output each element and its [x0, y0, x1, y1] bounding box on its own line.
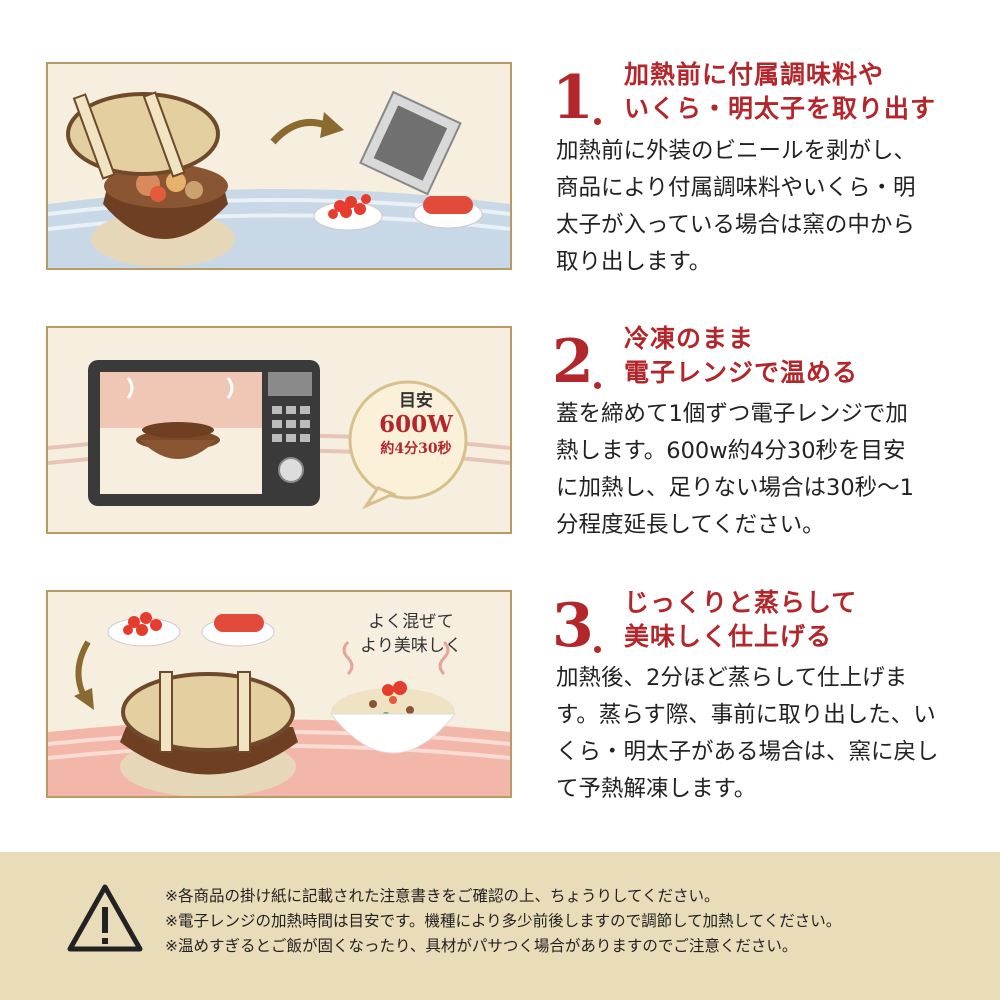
step-1-number: 1: [552, 63, 594, 133]
step-3-body-line: す。蒸らす際、事前に取り出した、い: [556, 702, 936, 728]
step-2-body-line: 蓋を締めて1個ずつ電子レンジで加: [556, 401, 908, 427]
step-3-title-line-1: じっくりと蒸らして: [624, 588, 858, 617]
step-2-dot: [594, 382, 601, 389]
step-1-body-line: 太子が入っている場合は窯の中から: [556, 212, 915, 238]
step-1-dot: [594, 118, 601, 125]
bubble-line-1: よく混ぜて: [368, 612, 454, 632]
step-1-body-line: 加熱前に外装のビニールを剥がし、: [556, 138, 917, 164]
step-3-body-line: くら・明太子がある場合は、窯に戻し: [556, 739, 939, 765]
bubble-line-2: より美味しく: [360, 636, 462, 656]
step-1-illustration: [46, 62, 512, 270]
caution-note: ※各商品の掛け紙に記載された注意書きをご確認の上、ちょうりしてください。: [165, 887, 720, 905]
step-3-body-line: て予熱解凍します。: [556, 776, 757, 802]
step-2-title: 冷凍のまま 電子レンジで温める: [624, 322, 858, 390]
badge-line-3: 約4分30秒: [380, 441, 452, 457]
warning-icon: [66, 883, 144, 957]
step-2-body-line: に加熱し、足りない場合は30秒〜1: [556, 475, 914, 501]
step-1-body-line: 商品により付属調味料やいくら・明: [556, 175, 916, 201]
caution-note: ※温めすぎるとご飯が固くなったり、具材がパサつく場合がありますのでご注意ください…: [165, 937, 798, 955]
step-2-body-line: 熱します。600w約4分30秒を目安: [556, 438, 906, 464]
step-1-body-line: 取り出します。: [556, 249, 712, 275]
step-3-body-line: 加熱後、2分ほど蒸らして仕上げま: [556, 665, 908, 691]
badge-line-1: 目安: [399, 391, 433, 411]
mix-bubble: よく混ぜて より美味しく: [336, 610, 486, 658]
step-3-title: じっくりと蒸らして 美味しく仕上げる: [624, 586, 857, 654]
step-2-title-line-2: 電子レンジで温める: [624, 358, 859, 387]
caution-footer: [0, 852, 1000, 1000]
step-1-title-line-2: いくら・明太子を取り出す: [624, 94, 937, 123]
step-3-illustration: [46, 590, 512, 798]
step-2-number: 2: [552, 327, 594, 397]
step-2-illustration: [46, 326, 512, 534]
caution-note: ※電子レンジの加熱時間は目安です。機種により多少前後しますので調節して加熱してく…: [165, 912, 842, 930]
step-2-body: 蓋を締めて1個ずつ電子レンジで加 熱します。600w約4分30秒を目安 に加熱し…: [556, 396, 956, 544]
step-3-body: 加熱後、2分ほど蒸らして仕上げま す。蒸らす際、事前に取り出した、い くら・明太…: [556, 660, 956, 808]
step-3-dot: [594, 646, 601, 653]
step-1-body: 加熱前に外装のビニールを剥がし、 商品により付属調味料やいくら・明 太子が入って…: [556, 133, 956, 281]
time-badge: 目安 600W 約4分30秒: [357, 386, 475, 458]
step-1-title-line-1: 加熱前に付属調味料や: [624, 60, 885, 89]
step-3-title-line-2: 美味しく仕上げる: [624, 622, 833, 651]
step-2-body-line: 分程度延長してください。: [556, 512, 825, 538]
step-3-number: 3: [552, 591, 594, 661]
kamameshi-open-illustration: [48, 64, 510, 268]
microwave-illustration: [48, 328, 510, 532]
steaming-illustration: [48, 592, 510, 796]
step-2-title-line-1: 冷凍のまま: [624, 324, 755, 353]
caution-notes: ※各商品の掛け紙に記載された注意書きをご確認の上、ちょうりしてください。 ※電子…: [165, 884, 841, 959]
badge-line-2: 600W: [379, 411, 453, 438]
step-1-title: 加熱前に付属調味料や いくら・明太子を取り出す: [624, 58, 936, 126]
